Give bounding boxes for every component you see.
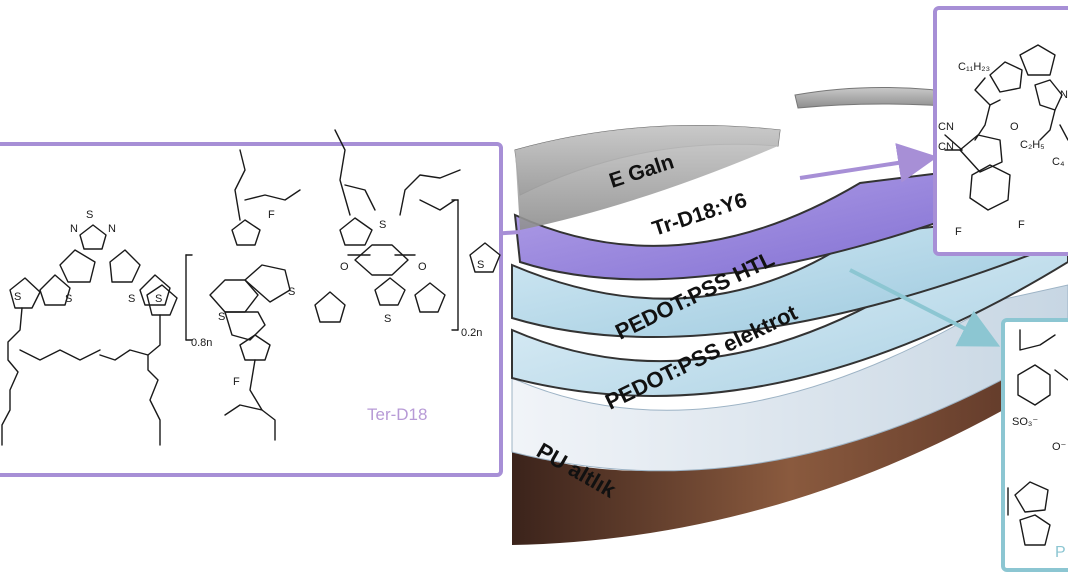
label-active: Tr-D18:Y6 [649,189,749,241]
polymer-atom-n2: N [108,223,116,235]
polymer-atom-s7: S [218,311,225,323]
y6-group-f2: F [1018,219,1025,231]
polymer-atom-o2: O [418,261,427,273]
polymer-atom-n1: N [70,223,78,235]
polymer-name: Ter-D18 [367,405,427,424]
polymer-subscript-2: 0.2n [461,327,482,339]
y6-group-o: O [1010,121,1019,133]
polymer-atom-f2: F [233,376,240,388]
y6-group-n: N [1060,89,1068,101]
polymer-atom-s4: S [128,293,135,305]
polymer-atom-f1: F [268,209,275,221]
pedot-structure [1007,329,1068,546]
y6-structure [944,44,1068,211]
polymer-atom-s1: S [86,209,93,221]
pedot-group-so3: SO₃⁻ [1012,416,1038,428]
polymer-subscript-1: 0.8n [191,337,212,349]
pedot-group-o: O⁻ [1052,441,1067,453]
polymer-atom-o1: O [340,261,349,273]
y6-group-c2h5: C₂H₅ [1020,139,1045,151]
polymer-atom-s10: S [477,259,484,271]
y6-group-cn2: CN [938,141,954,153]
y6-group-c11: C₁₁H₂₃ [958,61,990,73]
pedot-panel: SO₃⁻ O⁻ P [1001,318,1068,572]
polymer-atom-s8: S [379,219,386,231]
polymer-atom-s9: S [384,313,391,325]
pedot-label: P [1055,544,1066,561]
arrow-to-y6 [799,143,938,183]
y6-group-cn1: CN [938,121,954,133]
y6-group-f1: F [955,226,962,238]
arrow-to-pedot [849,268,1001,347]
polymer-structure [1,129,501,446]
polymer-atom-s5: S [155,293,162,305]
polymer-atom-s3: S [65,293,72,305]
y6-group-c4: C₄ [1052,156,1065,168]
polymer-atom-s2: S [14,291,21,303]
polymer-atom-s6: S [288,286,295,298]
substrate-base [512,340,1068,545]
substrate-layer [511,284,1068,472]
y6-panel: C₁₁H₂₃ C₂H₅ C₄ CN CN N O F F [933,6,1068,256]
polymer-panel: S N N S S S S F F S S O O S S S 0.8n 0.2… [0,129,503,477]
